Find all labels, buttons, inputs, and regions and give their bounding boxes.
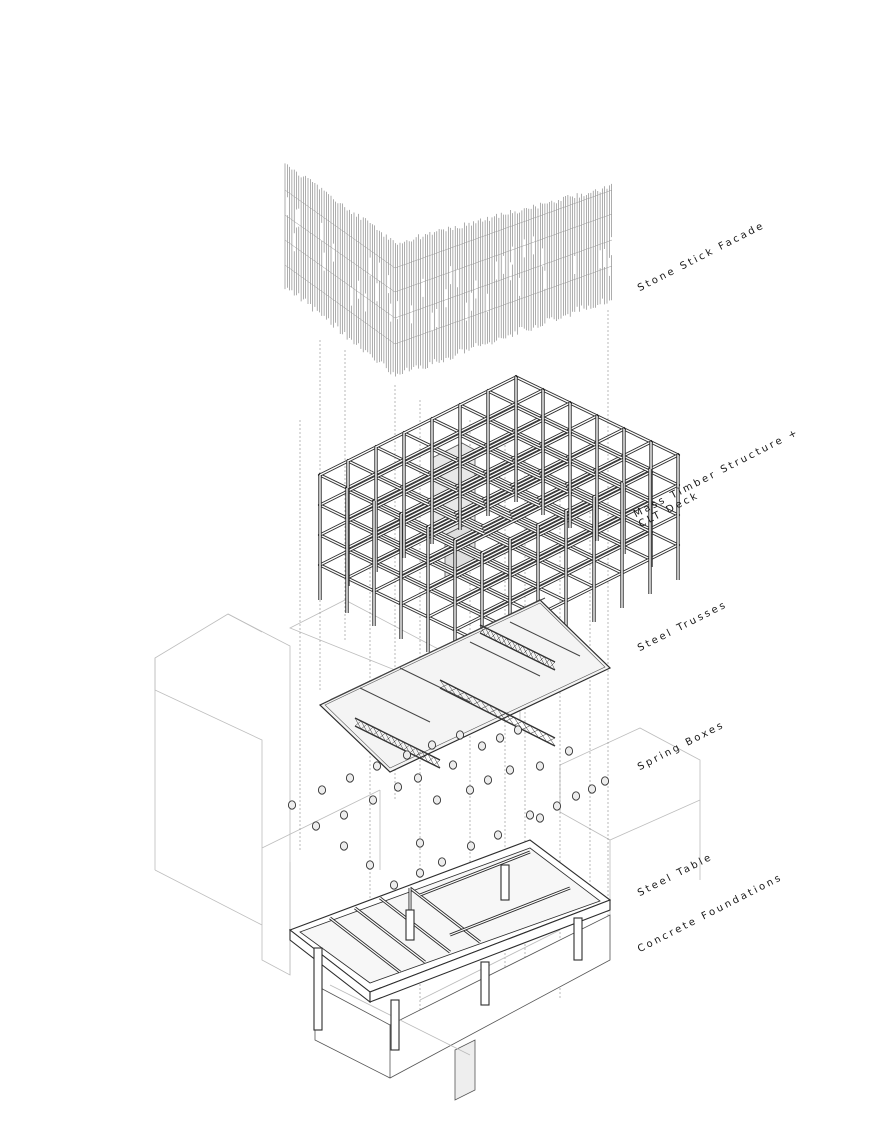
- spring-boxes: [287, 725, 610, 890]
- timber-frame: [317, 374, 681, 678]
- stone-stick-facade: [284, 163, 613, 377]
- steel-table: [288, 839, 612, 1051]
- steel-trusses: [318, 597, 612, 773]
- concrete-foundations: [314, 914, 611, 1101]
